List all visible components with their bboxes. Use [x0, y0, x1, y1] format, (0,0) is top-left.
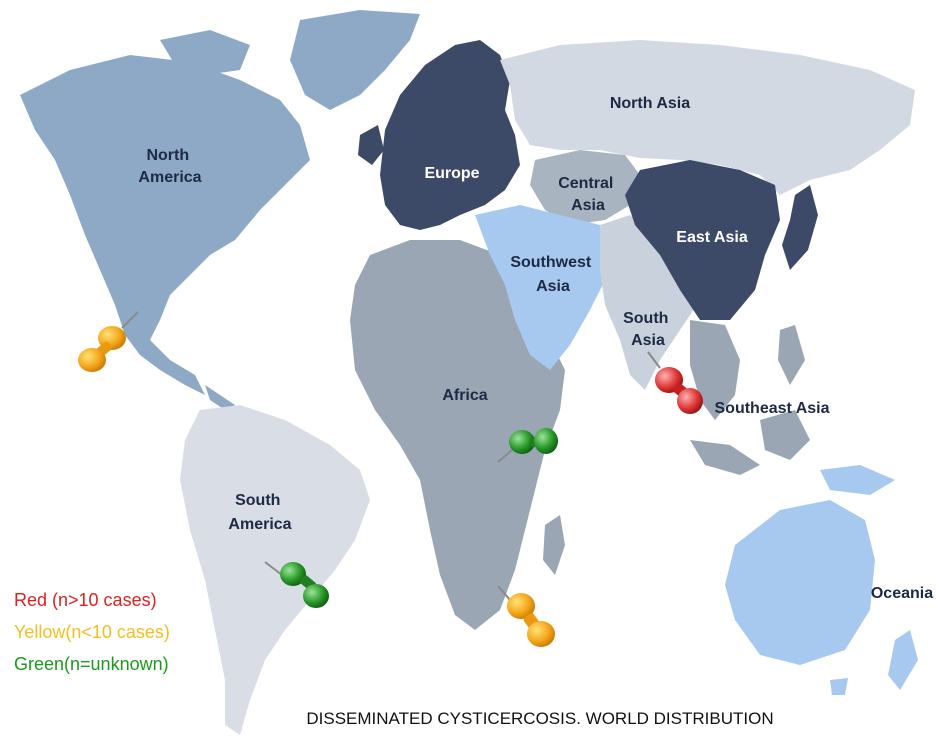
legend-yellow: Yellow(n<10 cases)	[14, 622, 170, 642]
region-central-asia	[530, 150, 640, 225]
region-southeast-islands-2	[760, 410, 810, 460]
pin-asia-base	[677, 388, 703, 414]
region-southwest-asia	[475, 205, 615, 370]
label-south-asia: South Asia	[623, 310, 673, 349]
region-oceania	[725, 500, 875, 665]
label-southwest-asia-line1: Southwest	[510, 254, 592, 271]
pin-sa-head	[280, 562, 306, 586]
label-africa: Africa	[442, 387, 487, 404]
region-greenland	[290, 10, 420, 110]
legend-red: Red (n>10 cases)	[14, 590, 157, 610]
pin-saf-head	[507, 593, 535, 619]
pin-mexico-base	[78, 348, 106, 372]
region-north-asia	[500, 40, 915, 195]
region-new-guinea	[820, 465, 895, 495]
label-south-america: South America	[228, 492, 291, 533]
pin-south-america-green[interactable]	[264, 561, 329, 608]
label-oceania: Oceania	[871, 585, 933, 602]
region-uk	[358, 125, 384, 165]
label-north-asia: North Asia	[610, 95, 690, 112]
region-east-asia	[625, 160, 780, 320]
label-north-america: North America	[138, 147, 201, 186]
region-new-zealand	[888, 630, 918, 690]
label-south-asia-line1: South	[623, 310, 668, 327]
region-central-america	[205, 385, 235, 410]
label-southwest-asia: Southwest Asia	[510, 254, 595, 295]
label-south-america-line1: South	[235, 492, 280, 509]
label-south-america-line2: America	[228, 516, 291, 533]
region-africa	[350, 240, 565, 630]
pin-saf-base	[527, 621, 555, 647]
region-southeast-asia	[690, 320, 740, 420]
pin-ea-head	[509, 430, 535, 454]
map-title: DISSEMINATED CYSTICERCOSIS. WORLD DISTRI…	[306, 709, 773, 728]
region-southeast-islands-1	[690, 440, 760, 475]
pin-east-africa-green[interactable]	[497, 428, 558, 463]
label-north-america-line1: North	[146, 147, 189, 164]
label-central-asia: Central Asia	[558, 175, 618, 214]
region-japan	[782, 185, 818, 270]
pin-southern-africa-yellow[interactable]	[497, 585, 555, 647]
region-philippines	[778, 325, 805, 385]
pin-mexico-yellow[interactable]	[78, 311, 139, 372]
label-central-asia-line2: Asia	[571, 197, 605, 214]
region-madagascar	[543, 515, 565, 575]
region-tasmania	[830, 678, 848, 695]
legend: Red (n>10 cases) Yellow(n<10 cases) Gree…	[14, 590, 170, 674]
region-europe	[380, 40, 520, 230]
label-east-asia: East Asia	[676, 229, 748, 246]
label-southeast-asia: Southeast Asia	[715, 400, 830, 417]
label-southwest-asia-line2: Asia	[536, 278, 570, 295]
label-north-america-line2: America	[138, 169, 201, 186]
pin-south-asia-red[interactable]	[647, 351, 703, 414]
label-central-asia-line1: Central	[558, 175, 613, 192]
label-europe: Europe	[424, 165, 479, 182]
pin-ea-base	[534, 428, 558, 454]
label-south-asia-line2: Asia	[631, 332, 665, 349]
pin-sa-base	[303, 584, 329, 608]
legend-green: Green(n=unknown)	[14, 654, 169, 674]
region-north-america	[20, 55, 310, 395]
